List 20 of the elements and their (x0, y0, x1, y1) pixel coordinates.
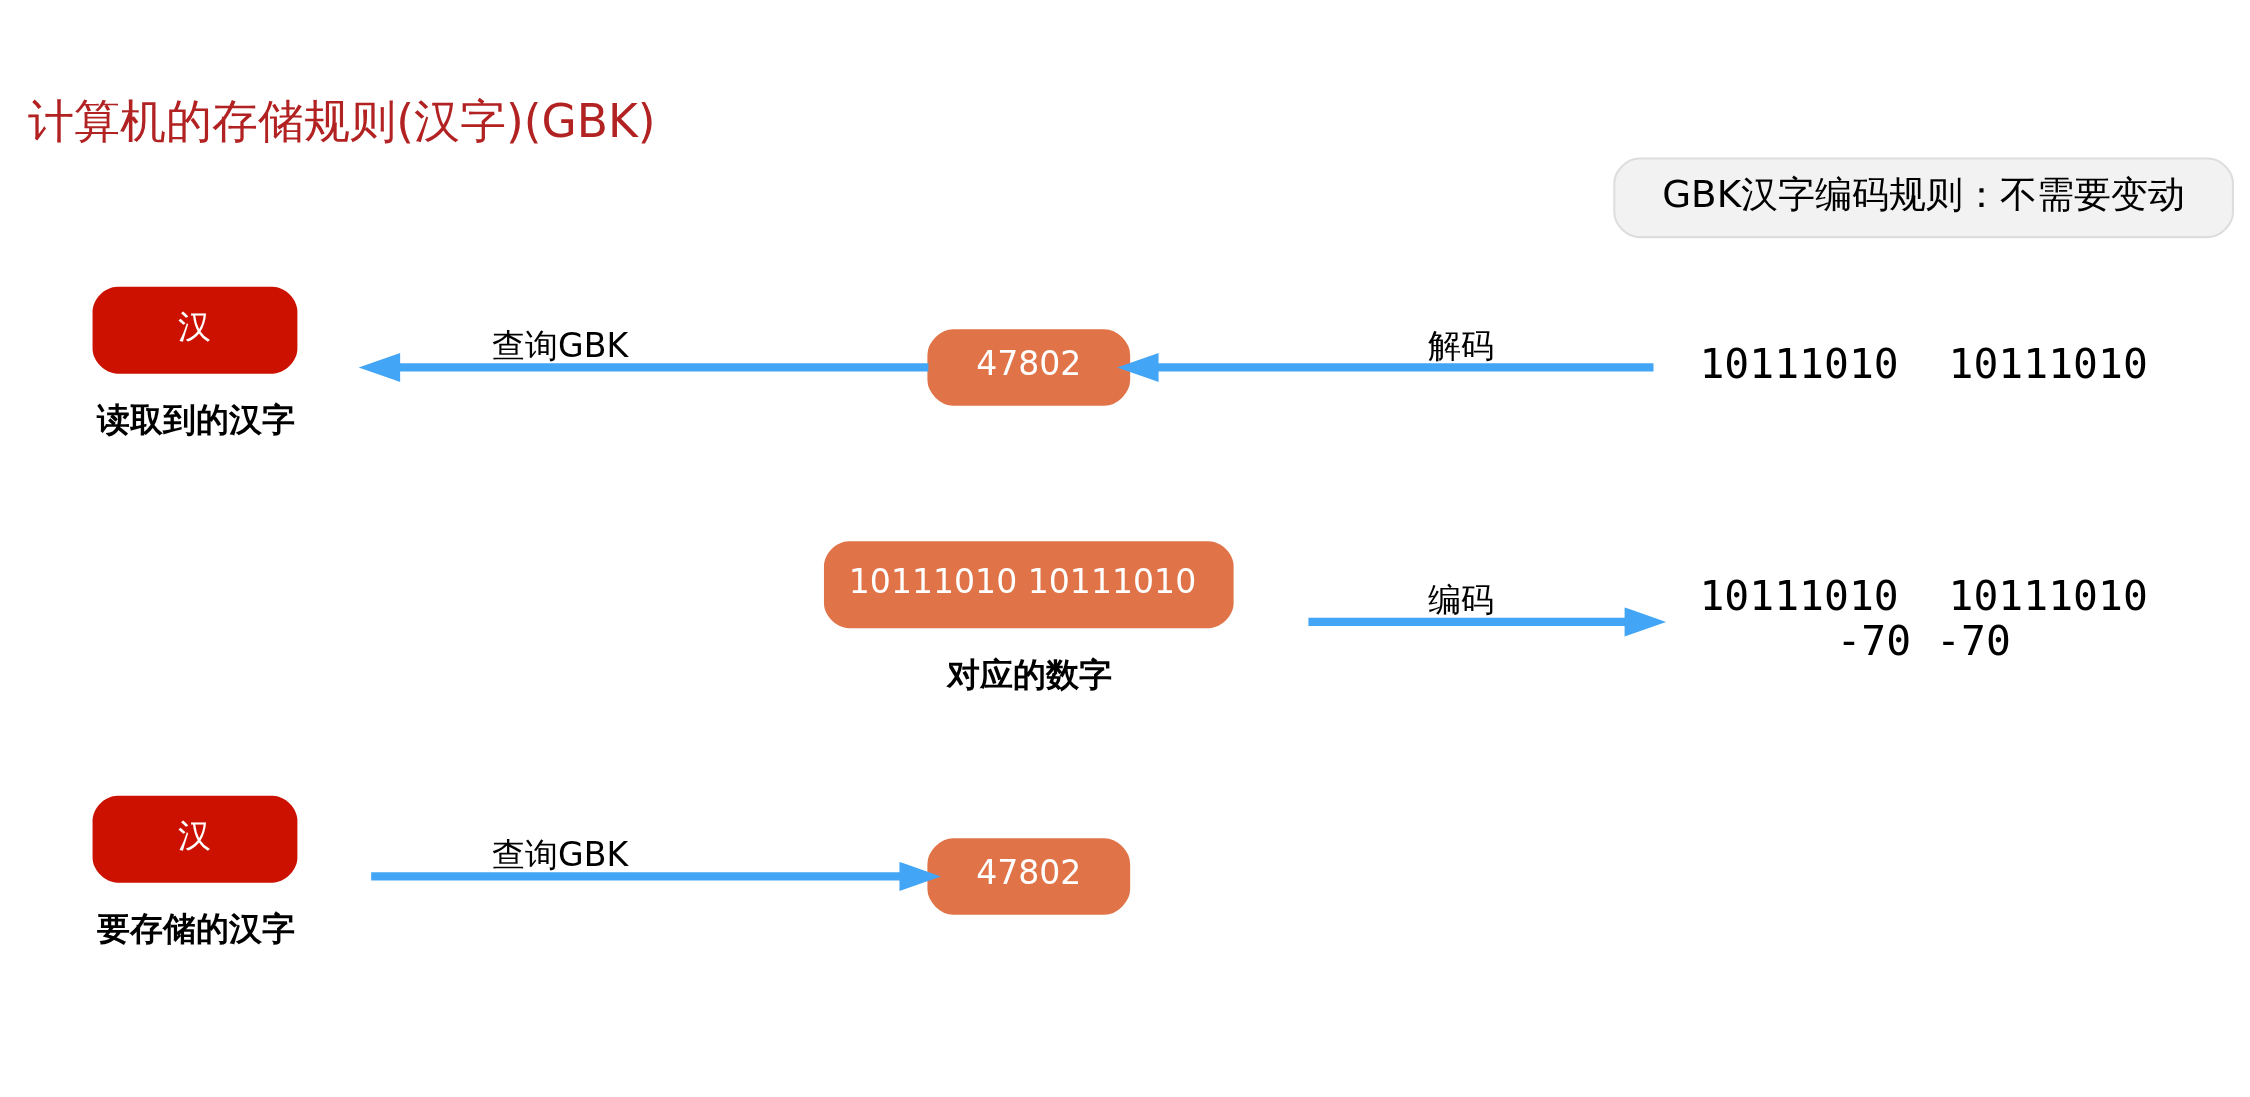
node-box: 47802 (927, 838, 1131, 915)
arrow (1308, 607, 1667, 637)
node-box: 47802 (927, 329, 1131, 406)
node-label: 要存储的汉字 (96, 909, 295, 949)
node-text: 10111010 10111010 (1699, 339, 2148, 388)
arrow (1117, 352, 1654, 382)
arrow (358, 352, 929, 382)
diagram-title: 计算机的存储规则(汉字)(GBK) (28, 94, 656, 148)
edge-label: 编码 (1428, 580, 1495, 620)
node-box: 汉 (92, 795, 298, 883)
edge-label: 解码 (1428, 325, 1495, 365)
edge-label: 查询GBK (492, 834, 629, 874)
node-label: 读取到的汉字 (96, 400, 295, 440)
node-label: 对应的数字 (947, 654, 1113, 694)
node-box: 汉 (92, 286, 298, 374)
node-text: 10111010 10111010 -70 -70 (1699, 571, 2148, 666)
arrow (371, 861, 941, 891)
node-box: 10111010 10111010 (823, 541, 1234, 629)
edge-label: 查询GBK (492, 325, 629, 365)
label: GBK汉字编码规则：不需要变动 (1662, 171, 2186, 216)
